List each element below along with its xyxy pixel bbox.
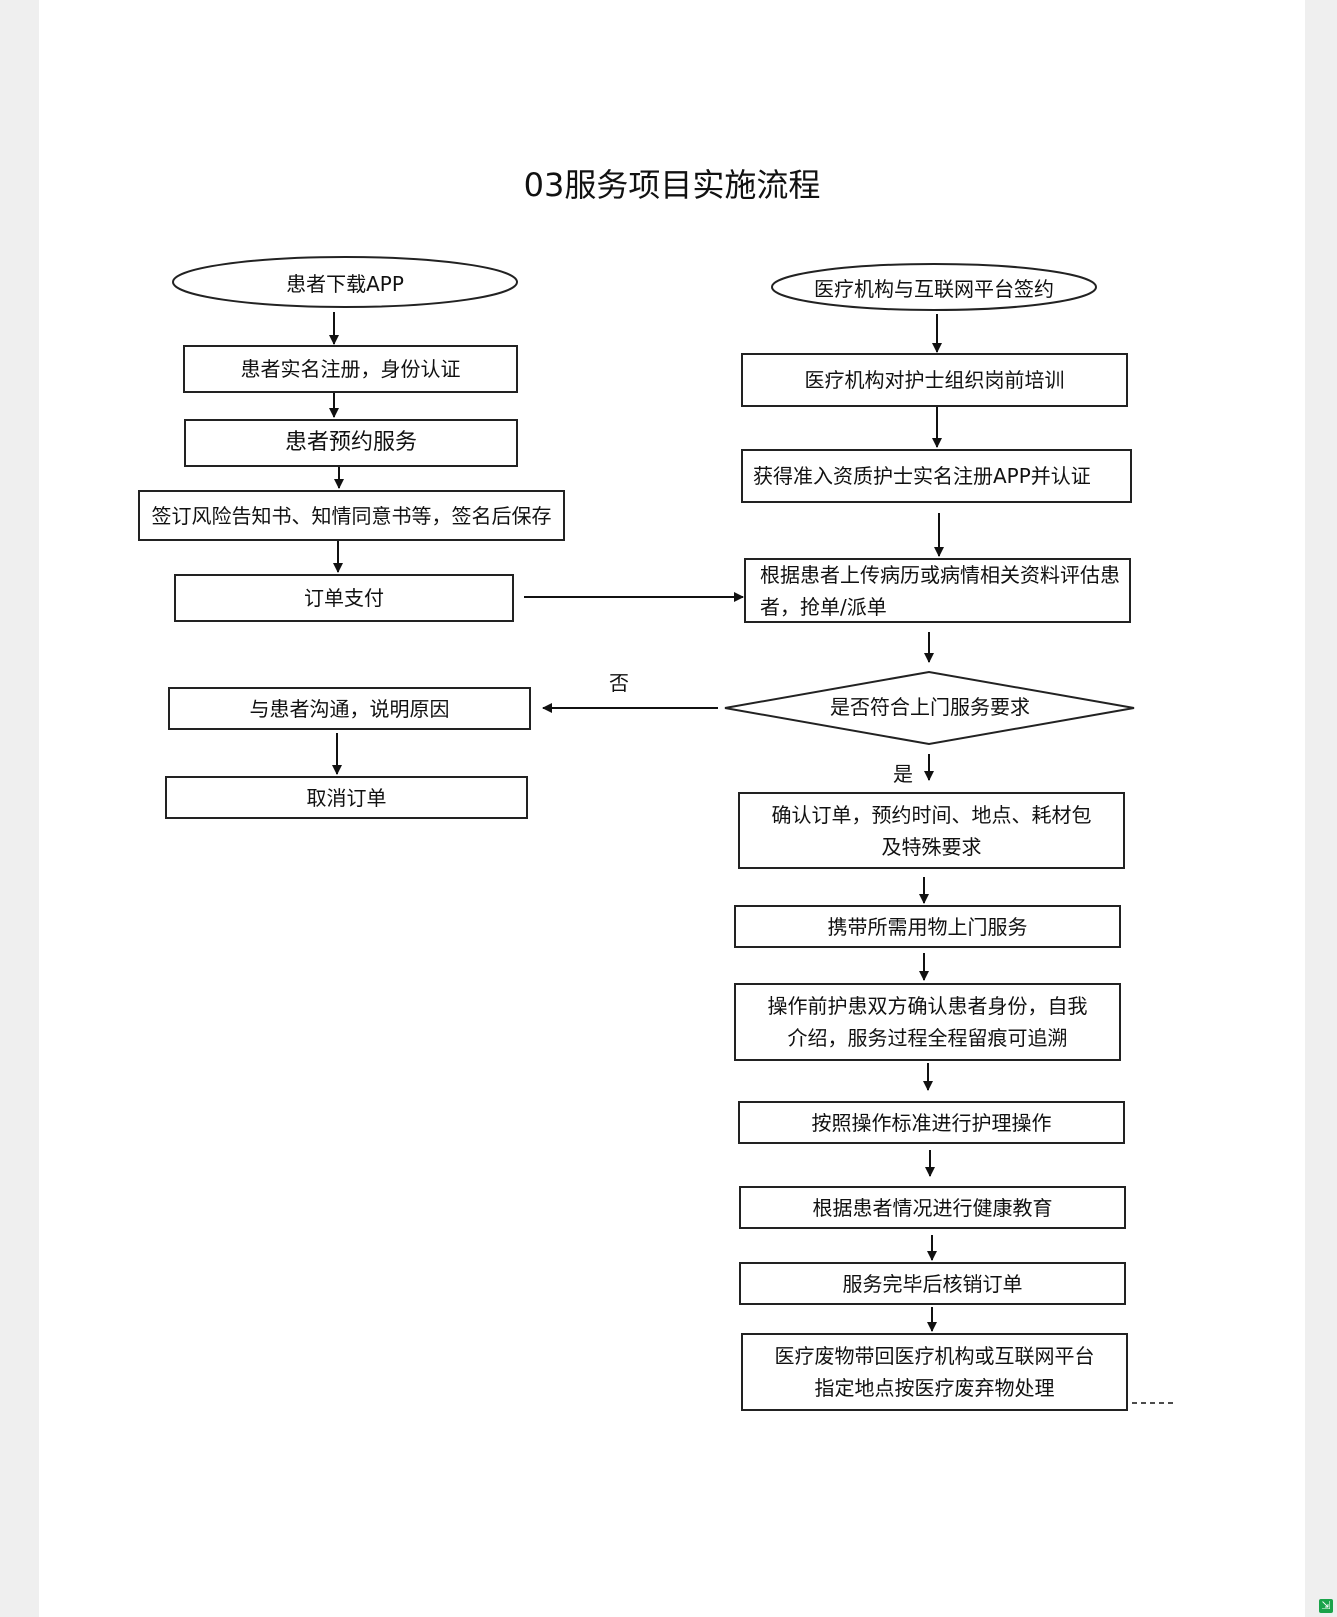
step-carry-supplies: 携带所需用物上门服务	[734, 905, 1121, 948]
right-start-oval	[771, 263, 1097, 311]
step-nursing-operation: 按照操作标准进行护理操作	[738, 1101, 1125, 1144]
yes-label: 是	[893, 762, 913, 786]
right-start-label: 医疗机构与互联网平台签约	[814, 276, 1054, 301]
flow-connectors	[172, 256, 1174, 1404]
step-book-service: 患者预约服务	[184, 419, 518, 467]
step-medical-waste: 医疗废物带回医疗机构或互联网平台指定地点按医疗废弃物处理	[741, 1333, 1128, 1411]
step-assess-patient: 根据患者上传病历或病情相关资料评估患者，抢单/派单	[744, 558, 1131, 623]
step-sign-consent: 签订风险告知书、知情同意书等，签名后保存	[138, 490, 565, 541]
no-label: 否	[609, 671, 629, 695]
step-nurse-register: 获得准入资质护士实名注册APP并认证	[741, 449, 1132, 503]
step-payment: 订单支付	[174, 574, 514, 622]
step-health-education: 根据患者情况进行健康教育	[739, 1186, 1126, 1229]
step-register: 患者实名注册，身份认证	[183, 345, 518, 393]
page-title: 03服务项目实施流程	[523, 166, 821, 204]
left-start-oval	[172, 256, 518, 308]
step-communicate-reason: 与患者沟通，说明原因	[168, 687, 531, 730]
decision-diamond	[724, 670, 1135, 746]
step-cancel-order: 取消订单	[165, 776, 528, 819]
decision-label: 是否符合上门服务要求	[830, 694, 1030, 719]
document-page: 03服务项目实施流程	[39, 0, 1305, 1617]
step-close-order: 服务完毕后核销订单	[739, 1262, 1126, 1305]
download-icon[interactable]: ⇲	[1319, 1599, 1333, 1613]
step-confirm-order: 确认订单，预约时间、地点、耗材包及特殊要求	[738, 792, 1125, 869]
step-training: 医疗机构对护士组织岗前培训	[741, 353, 1128, 407]
step-verify-identity: 操作前护患双方确认患者身份，自我介绍，服务过程全程留痕可追溯	[734, 983, 1121, 1061]
left-start-label: 患者下载APP	[286, 271, 404, 296]
